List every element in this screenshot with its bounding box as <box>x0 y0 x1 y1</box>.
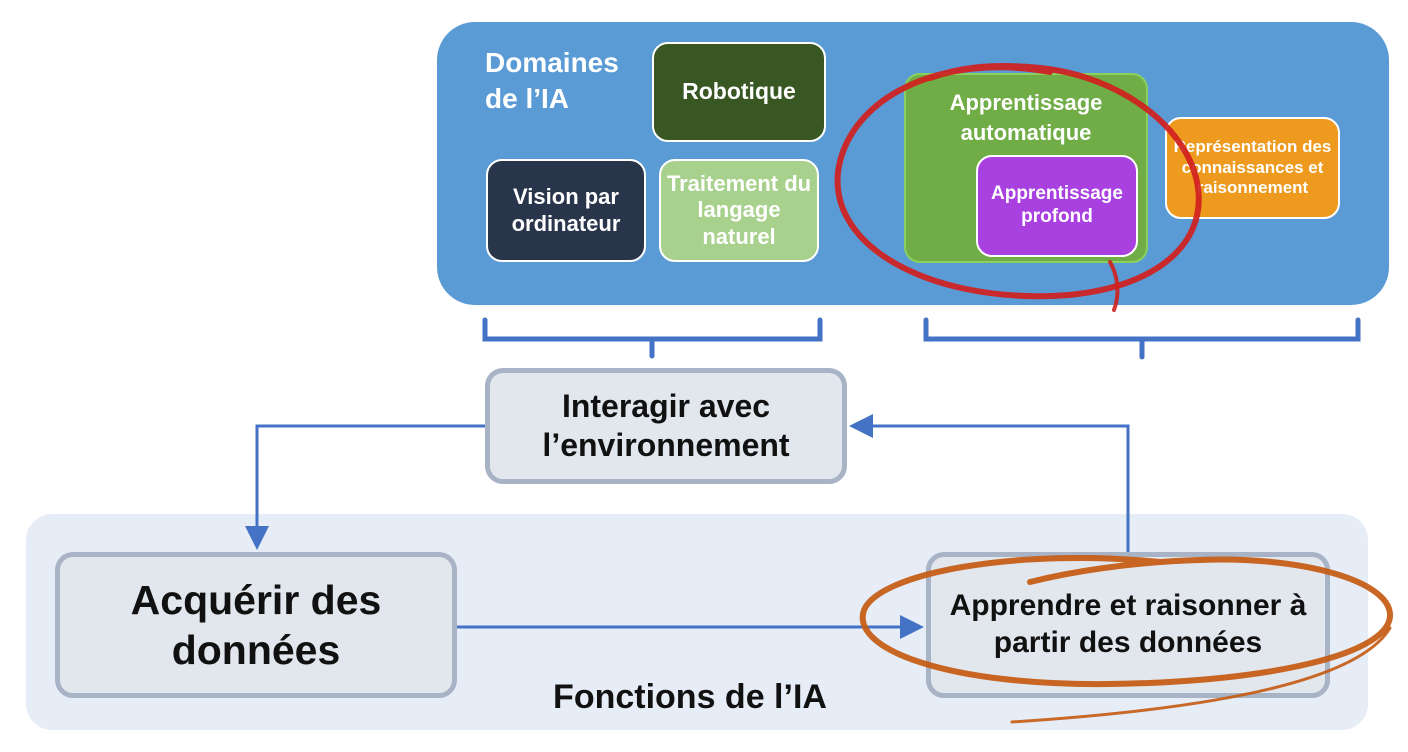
domain-tal-label: Traitement du langage naturel <box>666 170 812 249</box>
function-interact: Interagir avec l’environnement <box>485 368 847 484</box>
domain-deep-learning-label: Apprentissage profond <box>991 183 1123 227</box>
domain-knowledge-representation: Représentation des connaissances et rais… <box>1165 117 1340 219</box>
function-learn-label: Apprendre et raisonner à partir des donn… <box>949 589 1307 659</box>
highlight-circle-ml-tail <box>1108 260 1120 312</box>
function-learn: Apprendre et raisonner à partir des donn… <box>926 552 1330 698</box>
arrow-learn-to-interact <box>849 414 1130 552</box>
domains-title-line1: Domaines <box>485 47 619 78</box>
highlight-circle-ml <box>834 63 1202 300</box>
domain-deep-learning: Apprentissage profond <box>976 155 1138 257</box>
domain-vision-label: Vision par ordinateur <box>511 184 621 236</box>
domain-machine-learning-label: Apprentissage automatique <box>949 90 1103 145</box>
arrow-interact-to-acquire <box>245 424 485 550</box>
left-bracket <box>482 317 823 359</box>
domain-robotique-label: Robotique <box>682 78 796 105</box>
highlight-circle-learn-tail <box>1010 626 1392 724</box>
function-acquire-label: Acquérir des données <box>130 576 382 673</box>
domain-tal: Traitement du langage naturel <box>659 159 819 262</box>
right-bracket <box>923 317 1361 360</box>
highlight-circle-learn <box>859 555 1394 688</box>
domains-title-line2: de l’IA <box>485 83 570 114</box>
function-interact-label: Interagir avec l’environnement <box>542 387 790 463</box>
domain-robotique: Robotique <box>652 42 826 142</box>
function-acquire: Acquérir des données <box>55 552 457 698</box>
domain-vision: Vision par ordinateur <box>486 159 646 262</box>
domains-title: Domaines de l’IA <box>485 45 655 117</box>
domain-knowledge-representation-label: Représentation des connaissances et rais… <box>1173 137 1332 198</box>
functions-label: Fonctions de l’IA <box>553 678 827 716</box>
